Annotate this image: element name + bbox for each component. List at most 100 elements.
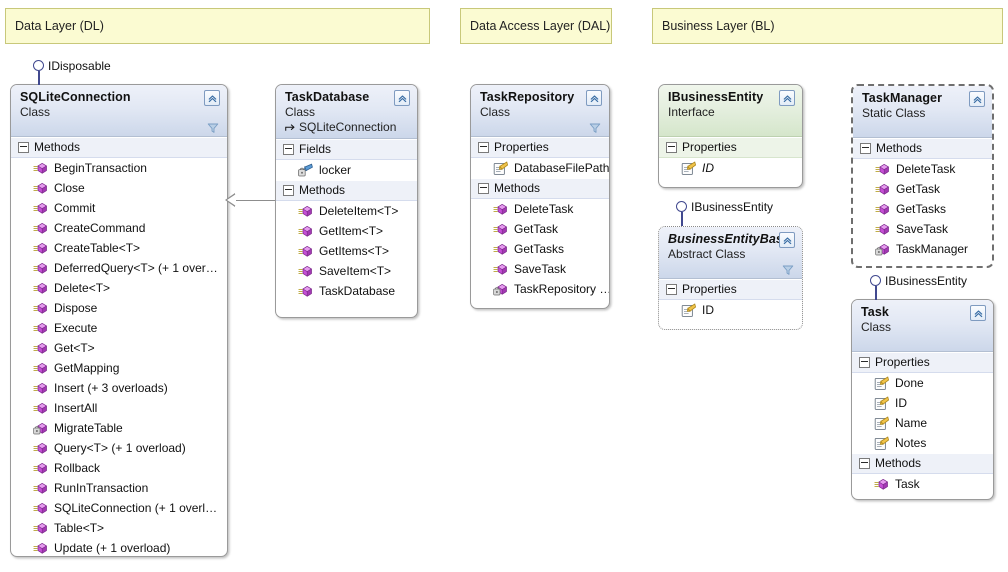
member-row[interactable]: GetItem<T> [276, 221, 417, 241]
member-row[interactable]: SaveTask [853, 219, 992, 239]
member-row[interactable]: locker [276, 160, 417, 180]
member-row[interactable]: DeleteTask [471, 199, 609, 219]
member-row[interactable]: ID [659, 158, 802, 178]
member-row[interactable]: Table<T> [11, 518, 227, 538]
collapse-chevron-icon[interactable] [969, 91, 985, 107]
member-row[interactable]: GetMapping [11, 358, 227, 378]
interface-lollipop-icon[interactable] [870, 275, 881, 286]
member-row[interactable]: TaskRepository … [471, 279, 609, 299]
filter-funnel-icon[interactable] [782, 264, 794, 276]
filter-funnel-icon[interactable] [589, 122, 601, 134]
layer-dal[interactable]: Data Access Layer (DAL) [460, 8, 612, 44]
compartment-fields[interactable]: Fields [276, 139, 417, 160]
collapse-minus-icon[interactable] [283, 144, 294, 155]
collapse-minus-icon[interactable] [666, 142, 677, 153]
member-row[interactable]: InsertAll [11, 398, 227, 418]
member-row[interactable]: Insert (+ 3 overloads) [11, 378, 227, 398]
interface-lollipop-icon[interactable] [33, 60, 44, 71]
collapse-chevron-icon[interactable] [586, 90, 602, 106]
collapse-chevron-icon[interactable] [779, 90, 795, 106]
member-row[interactable]: SaveTask [471, 259, 609, 279]
collapse-minus-icon[interactable] [18, 142, 29, 153]
header-spacer [862, 121, 984, 134]
member-row[interactable]: RunInTransaction [11, 478, 227, 498]
inheritance-connector-line[interactable] [235, 200, 275, 201]
member-row[interactable]: Notes [852, 433, 993, 453]
member-row[interactable]: GetTask [853, 179, 992, 199]
member-row[interactable]: Name [852, 413, 993, 433]
compartment-methods[interactable]: Methods [11, 137, 227, 158]
member-row[interactable]: DeleteTask [853, 159, 992, 179]
compartment-methods[interactable]: Methods [852, 453, 993, 474]
layer-bl[interactable]: Business Layer (BL) [652, 8, 1003, 44]
interface-lollipop-icon[interactable] [676, 201, 687, 212]
member-row[interactable]: SQLiteConnection (+ 1 overl… [11, 498, 227, 518]
member-row[interactable]: TaskDatabase [276, 281, 417, 301]
collapse-minus-icon[interactable] [478, 142, 489, 153]
member-row[interactable]: Commit [11, 198, 227, 218]
collapse-minus-icon[interactable] [478, 183, 489, 194]
collapse-minus-icon[interactable] [859, 458, 870, 469]
base-class-reference[interactable]: SQLiteConnection [285, 120, 409, 135]
collapse-chevron-icon[interactable] [779, 232, 795, 248]
compartment-methods[interactable]: Methods [471, 178, 609, 199]
collapse-minus-icon[interactable] [860, 143, 871, 154]
layer-dl[interactable]: Data Layer (DL) [5, 8, 430, 44]
member-row[interactable]: DatabaseFilePath [471, 158, 609, 178]
member-row[interactable]: GetTasks [471, 239, 609, 259]
member-label: Query<T> (+ 1 overload) [54, 441, 186, 455]
member-row[interactable]: Update (+ 1 overload) [11, 538, 227, 556]
compartment-properties[interactable]: Properties [659, 279, 802, 300]
method-icon [298, 244, 313, 259]
compartment-properties[interactable]: Properties [659, 137, 802, 158]
member-row[interactable]: Close [11, 178, 227, 198]
member-row[interactable]: Task [852, 474, 993, 494]
member-row[interactable]: BeginTransaction [11, 158, 227, 178]
member-row[interactable]: CreateCommand [11, 218, 227, 238]
member-row[interactable]: Get<T> [11, 338, 227, 358]
member-row[interactable]: TaskManager [853, 239, 992, 259]
member-row[interactable]: SaveItem<T> [276, 261, 417, 281]
collapse-chevron-icon[interactable] [394, 90, 410, 106]
member-row[interactable]: CreateTable<T> [11, 238, 227, 258]
method-icon [875, 242, 890, 257]
member-row[interactable]: GetTasks [853, 199, 992, 219]
compartment-properties[interactable]: Properties [852, 352, 993, 373]
member-row[interactable]: Done [852, 373, 993, 393]
compartment-properties[interactable]: Properties [471, 137, 609, 158]
member-row[interactable]: ID [659, 300, 802, 320]
member-row[interactable]: Execute [11, 318, 227, 338]
member-row[interactable]: ID [852, 393, 993, 413]
member-row[interactable]: GetTask [471, 219, 609, 239]
collapse-chevron-icon[interactable] [204, 90, 220, 106]
member-row[interactable]: MigrateTable [11, 418, 227, 438]
collapse-minus-icon[interactable] [283, 185, 294, 196]
member-row[interactable]: Delete<T> [11, 278, 227, 298]
member-row[interactable]: DeferredQuery<T> (+ 1 over… [11, 258, 227, 278]
collapse-chevron-icon[interactable] [970, 305, 986, 321]
collapse-minus-icon[interactable] [859, 357, 870, 368]
compartment-methods[interactable]: Methods [853, 138, 992, 159]
member-row[interactable]: Dispose [11, 298, 227, 318]
compartment-methods[interactable]: Methods [276, 180, 417, 201]
member-row[interactable]: Rollback [11, 458, 227, 478]
member-row[interactable]: DeleteItem<T> [276, 201, 417, 221]
member-row[interactable]: Query<T> (+ 1 overload) [11, 438, 227, 458]
filter-funnel-icon[interactable] [207, 122, 219, 134]
member-row[interactable]: GetItems<T> [276, 241, 417, 261]
collapse-minus-icon[interactable] [666, 284, 677, 295]
